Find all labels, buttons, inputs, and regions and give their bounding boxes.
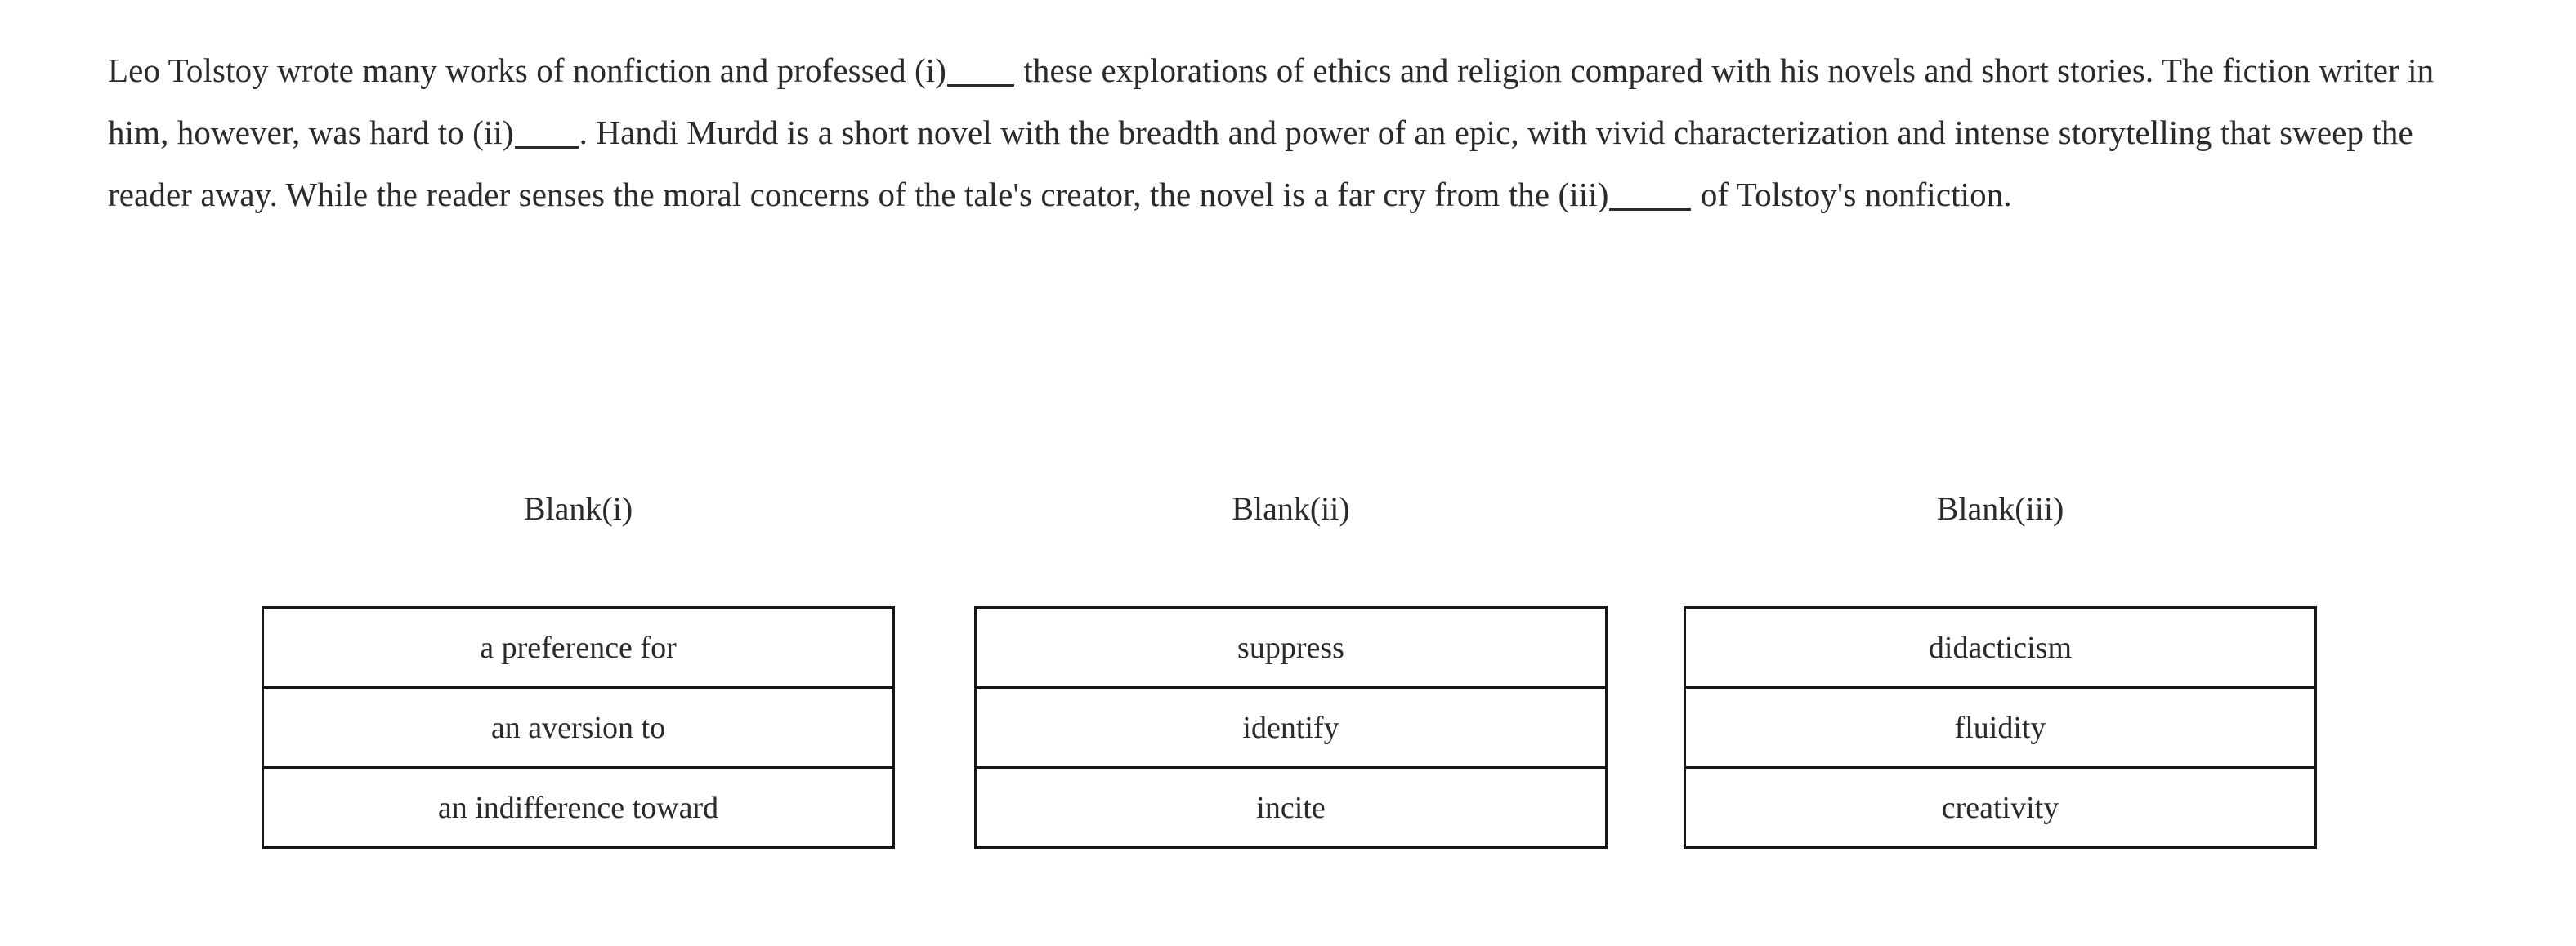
blank-marker-iii: (iii) xyxy=(1558,176,1692,213)
choice-table-ii: suppress identify incite xyxy=(974,606,1608,849)
blank-marker-i: (i) xyxy=(915,51,1015,89)
column-header-iii: Blank(iii) xyxy=(1936,490,2064,527)
choice-table-iii: didacticism fluidity creativity xyxy=(1684,606,2317,849)
table-row: identify xyxy=(974,686,1608,769)
choice-option-i-3[interactable]: an indifference toward xyxy=(262,766,895,849)
blank-marker-ii: (ii) xyxy=(472,114,579,151)
blank-underline-iii xyxy=(1609,208,1692,211)
passage-segment-2: these explorations of ethics and religio… xyxy=(108,51,2435,151)
table-row: creativity xyxy=(1684,766,2317,849)
choice-option-i-1[interactable]: a preference for xyxy=(262,606,895,689)
table-row: suppress xyxy=(974,606,1608,689)
passage-segment-4: of Tolstoy's nonfiction. xyxy=(1692,176,2012,213)
passage-segment-3: . Handi Murdd is a short novel with the … xyxy=(108,114,2413,213)
table-row: an aversion to xyxy=(262,686,895,769)
choice-option-iii-3[interactable]: creativity xyxy=(1684,766,2317,849)
passage-segment-1: Leo Tolstoy wrote many works of nonficti… xyxy=(108,51,915,89)
blank-column-iii: Blank(iii) didacticism fluidity creativi… xyxy=(1684,490,2317,849)
choice-option-iii-2[interactable]: fluidity xyxy=(1684,686,2317,769)
table-row: a preference for xyxy=(262,606,895,689)
table-row: didacticism xyxy=(1684,606,2317,689)
column-header-i: Blank(i) xyxy=(523,490,633,527)
answer-choices-area: Blank(i) a preference for an aversion to… xyxy=(0,490,2576,866)
blank-column-i: Blank(i) a preference for an aversion to… xyxy=(262,490,895,849)
blank-column-ii: Blank(ii) suppress identify incite xyxy=(974,490,1608,849)
table-row: an indifference toward xyxy=(262,766,895,849)
blank-underline-i xyxy=(947,84,1015,87)
table-row: incite xyxy=(974,766,1608,849)
blank-marker-iii-label: (iii) xyxy=(1558,176,1609,213)
choice-option-i-2[interactable]: an aversion to xyxy=(262,686,895,769)
blank-marker-i-label: (i) xyxy=(915,51,947,89)
blank-marker-ii-label: (ii) xyxy=(472,114,514,151)
passage-text: Leo Tolstoy wrote many works of nonficti… xyxy=(108,39,2470,225)
column-header-ii: Blank(ii) xyxy=(1232,490,1350,527)
choice-option-ii-3[interactable]: incite xyxy=(974,766,1608,849)
choice-option-iii-1[interactable]: didacticism xyxy=(1684,606,2317,689)
choice-option-ii-1[interactable]: suppress xyxy=(974,606,1608,689)
table-row: fluidity xyxy=(1684,686,2317,769)
blank-underline-ii xyxy=(514,146,579,149)
choice-option-ii-2[interactable]: identify xyxy=(974,686,1608,769)
choice-table-i: a preference for an aversion to an indif… xyxy=(262,606,895,849)
